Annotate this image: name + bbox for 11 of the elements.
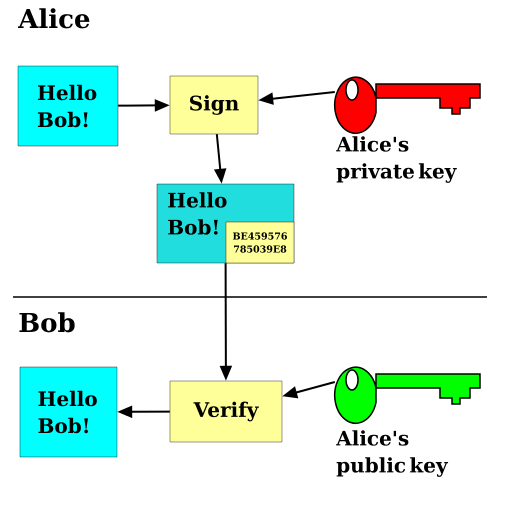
signature-box: BE459576 785039E8	[226, 222, 294, 264]
section-title: Alice	[18, 8, 90, 28]
message-box: Hello Bob!	[18, 66, 118, 146]
key-drawing	[334, 76, 481, 134]
key-caption: Alice's private key	[336, 136, 457, 183]
message-box: Hello Bob!	[20, 366, 118, 458]
process-box: Verify	[170, 380, 282, 442]
process-box: Sign	[170, 76, 258, 134]
section-title: Bob	[19, 312, 75, 332]
key-caption: Alice's public key	[336, 430, 448, 477]
key-drawing	[334, 366, 481, 424]
